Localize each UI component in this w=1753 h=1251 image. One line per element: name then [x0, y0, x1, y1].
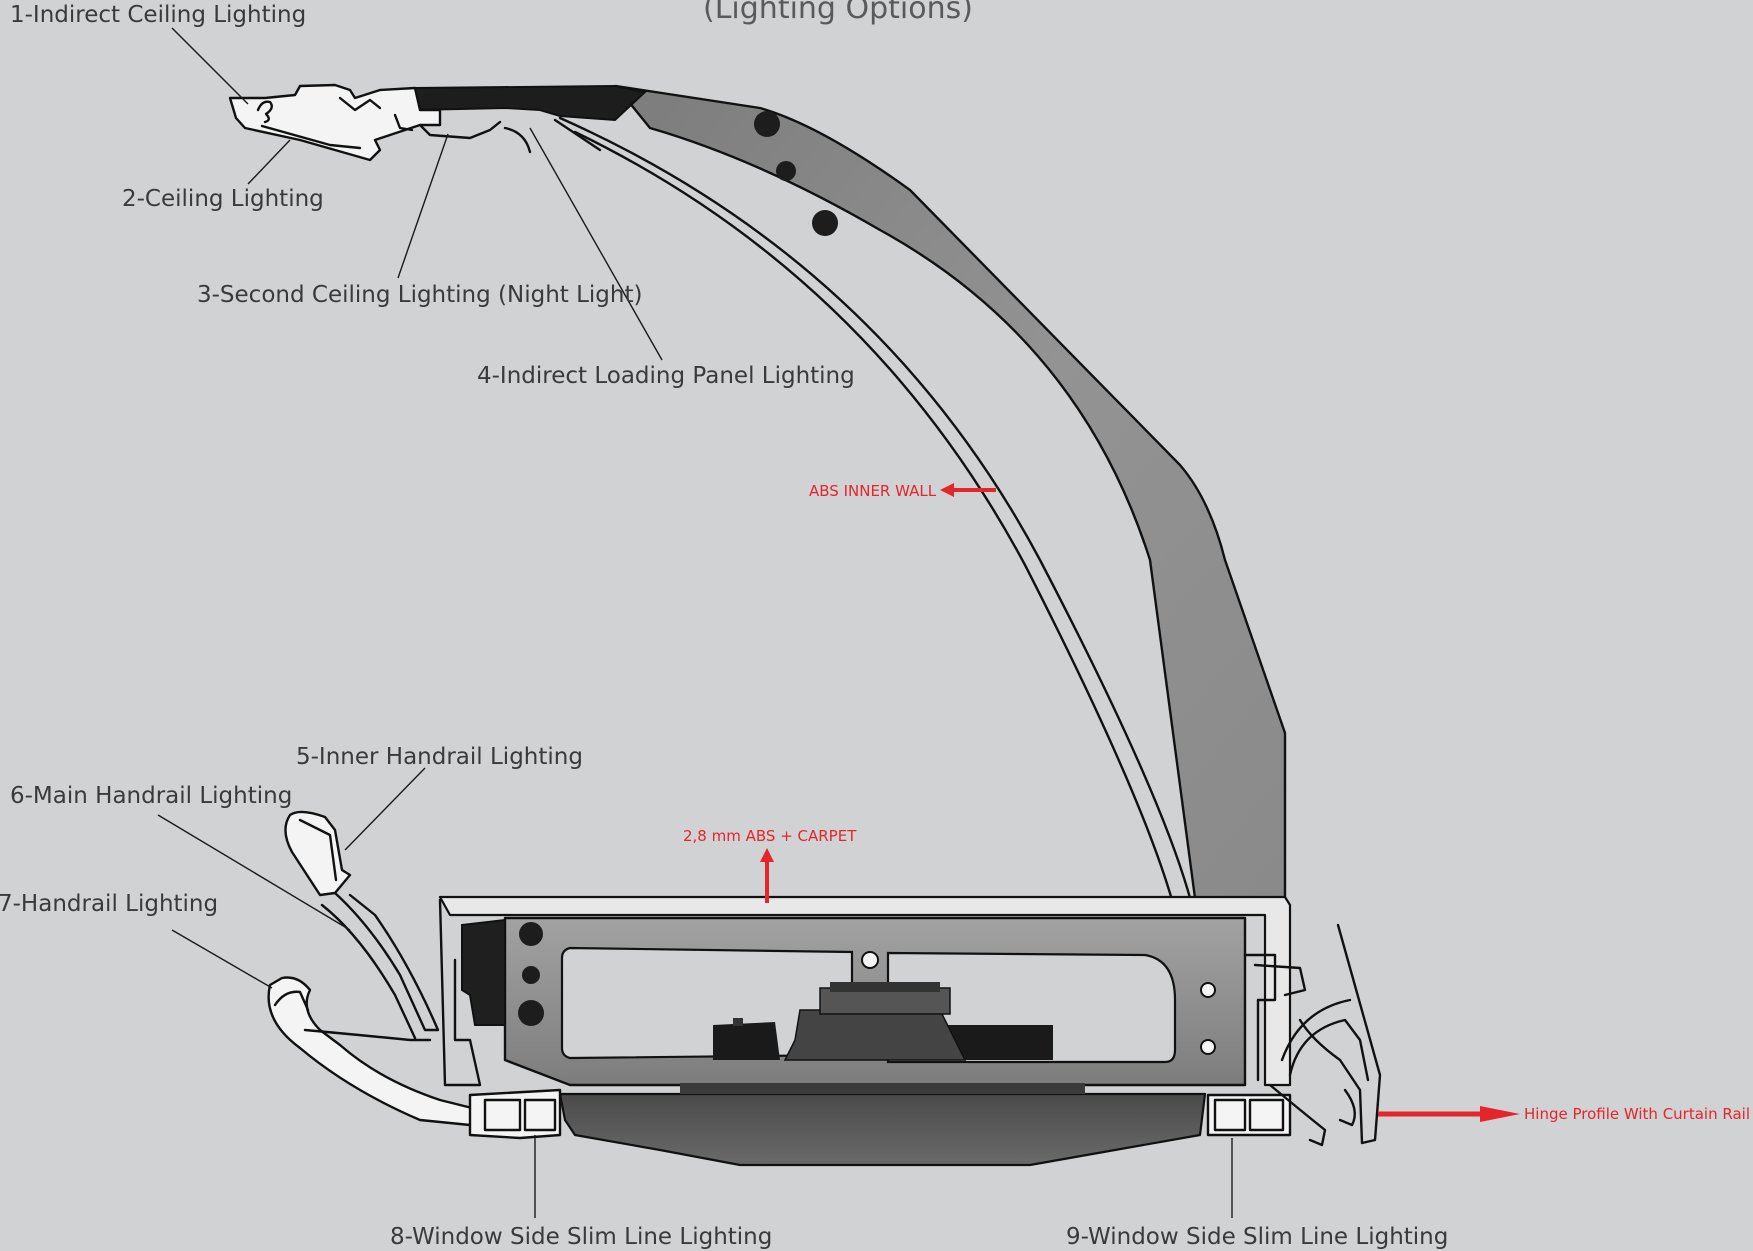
floor-chassis [438, 895, 1307, 1167]
label-indirect-ceiling-lighting: 1-Indirect Ceiling Lighting [10, 2, 306, 28]
label-main-handrail-lighting: 6-Main Handrail Lighting [10, 783, 292, 809]
label-handrail-lighting: 7-Handrail Lighting [0, 891, 218, 917]
annotation-floor: 2,8 mm ABS + CARPET [683, 827, 857, 845]
label-ceiling-lighting: 2-Ceiling Lighting [122, 186, 324, 212]
label-indirect-loading-panel-lighting: 4-Indirect Loading Panel Lighting [477, 363, 855, 389]
component-labels: 1-Indirect Ceiling Lighting 2-Ceiling Li… [0, 2, 1448, 1250]
leader-lines [157, 27, 1233, 1218]
abs-inner-wall [558, 116, 1192, 902]
annotation-hinge-profile: Hinge Profile With Curtain Rail [1524, 1105, 1750, 1123]
red-annotations: ABS INNER WALL 2,8 mm ABS + CARPET Hinge… [683, 482, 1750, 1123]
label-window-side-slim-line-lighting-8: 8-Window Side Slim Line Lighting [390, 1224, 772, 1250]
label-window-side-slim-line-lighting-9: 9-Window Side Slim Line Lighting [1066, 1224, 1448, 1250]
hinge-profile [1268, 923, 1382, 1147]
diagram-title: (Lighting Options) [703, 0, 973, 26]
handrail-profiles [267, 810, 482, 1127]
ceiling-profile [228, 83, 648, 162]
annotation-abs-inner-wall: ABS INNER WALL [809, 482, 937, 500]
upper-shell [614, 84, 1287, 900]
label-inner-handrail-lighting: 5-Inner Handrail Lighting [296, 744, 583, 770]
label-second-ceiling-lighting: 3-Second Ceiling Lighting (Night Light) [197, 282, 642, 308]
